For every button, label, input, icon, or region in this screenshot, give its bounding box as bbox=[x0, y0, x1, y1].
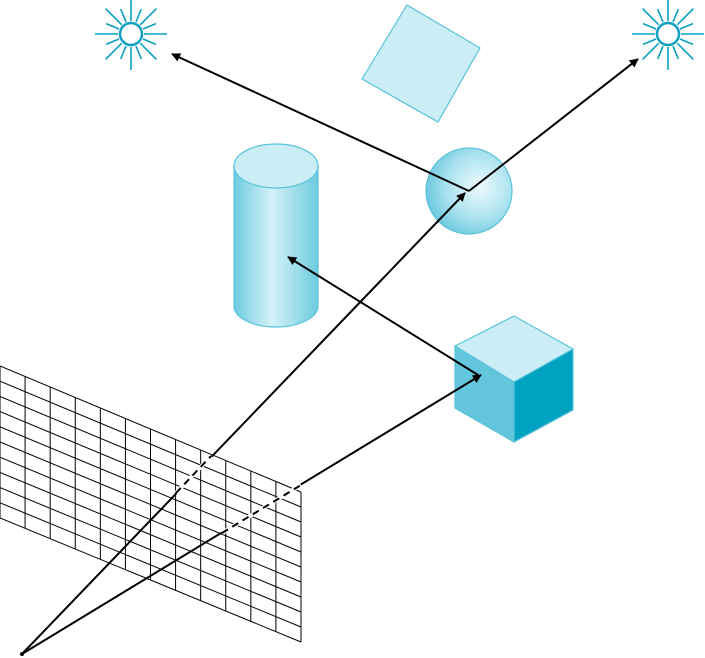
secondary-ray-cube-to-cylinder bbox=[287, 256, 479, 376]
light-source-right-icon bbox=[632, 0, 704, 70]
hidden-ray-segments bbox=[174, 454, 303, 535]
reflected-ray-to-light-right bbox=[468, 58, 639, 192]
light-source-left-icon bbox=[95, 0, 167, 70]
image-plane-grid bbox=[0, 365, 302, 643]
cylinder bbox=[233, 143, 319, 328]
shadow-ray-to-light-left bbox=[171, 53, 470, 192]
eye-point bbox=[20, 652, 24, 656]
primary-ray-to-sphere bbox=[21, 192, 466, 655]
floating-square bbox=[361, 4, 481, 123]
